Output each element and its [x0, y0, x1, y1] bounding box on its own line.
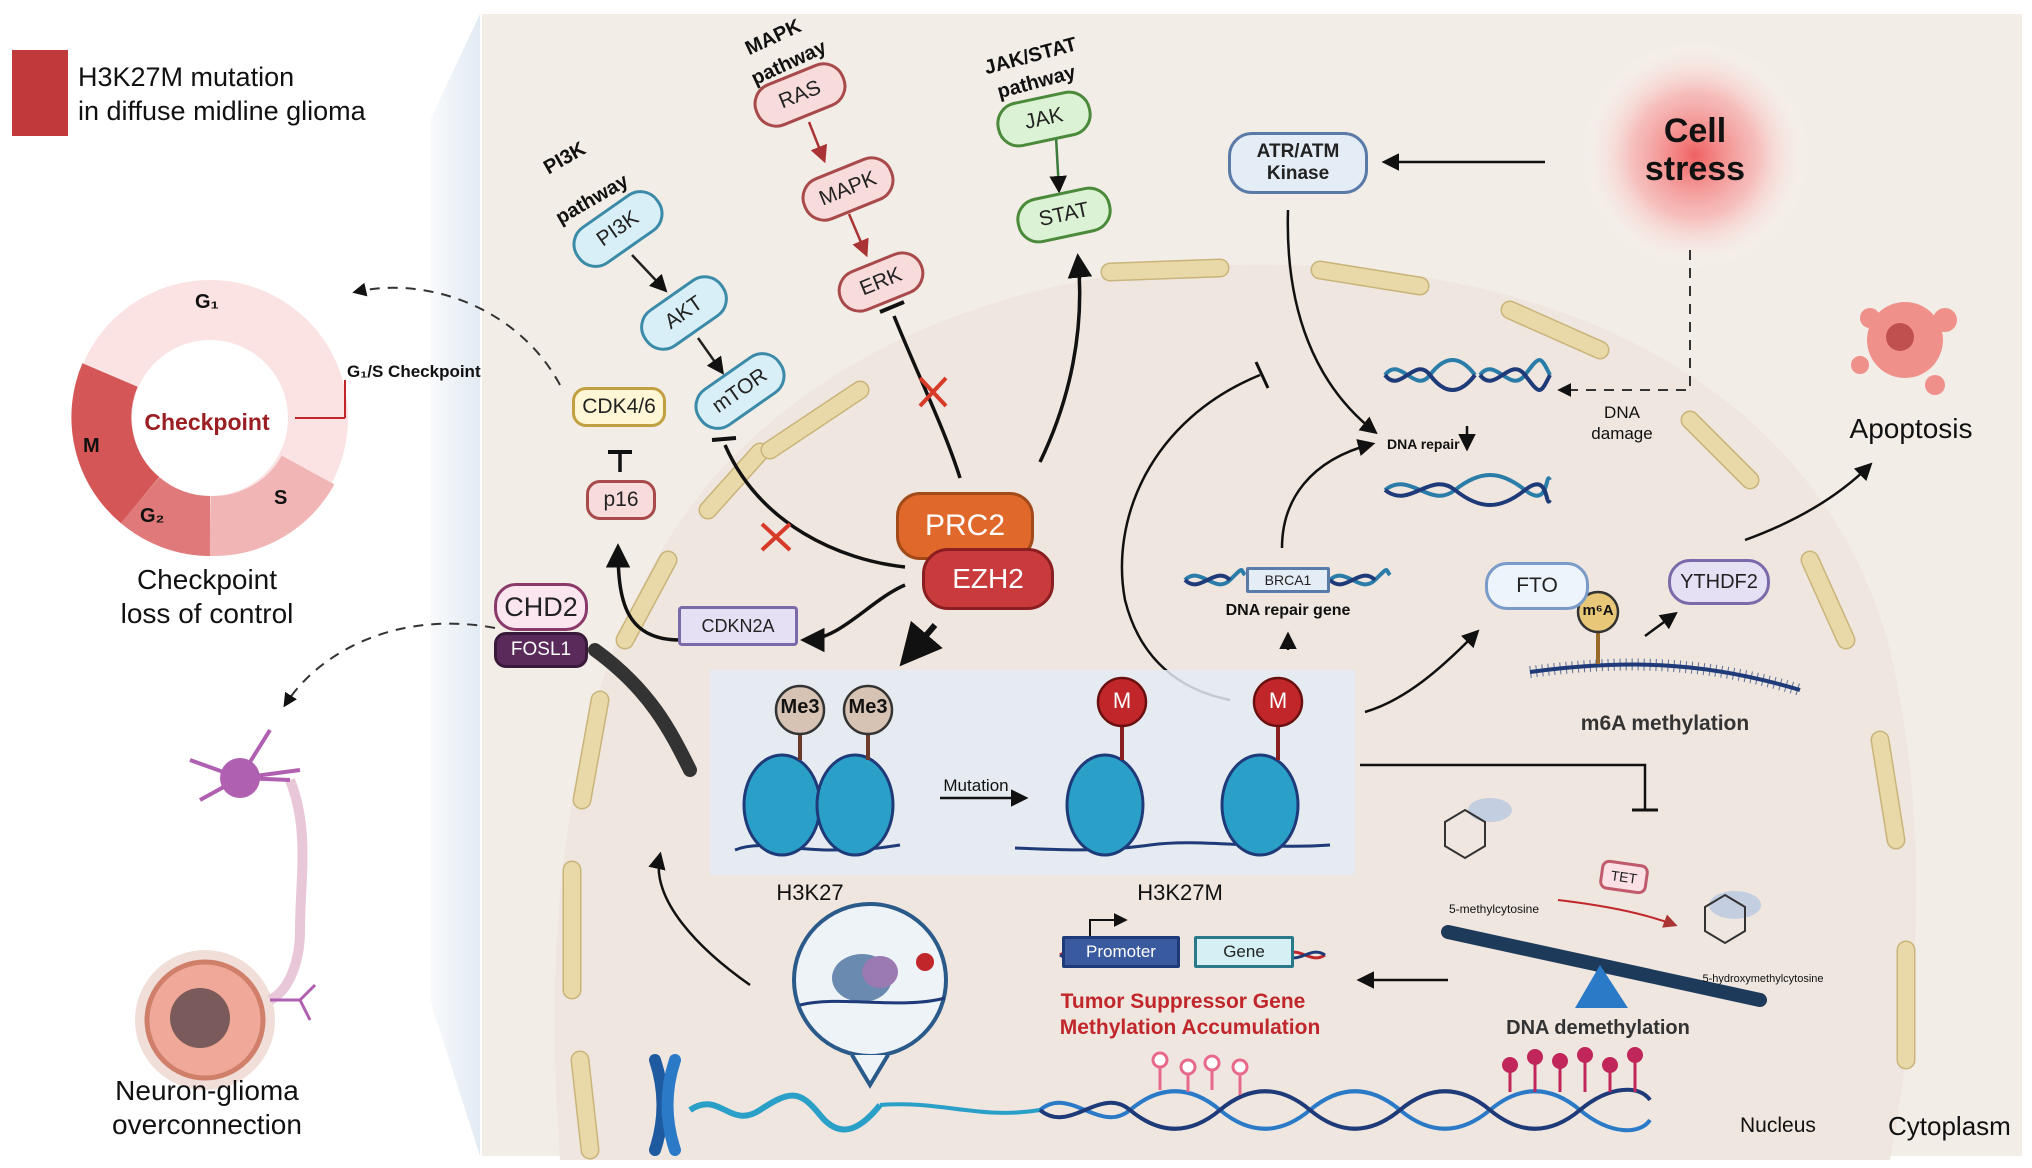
- dna-demethylation-label: DNA demethylation: [1506, 1017, 1690, 1039]
- tsg-line2: Methylation Accumulation: [1059, 1016, 1321, 1039]
- inhibition-x-marks: [760, 376, 948, 552]
- atr-lines: [648, 153, 1873, 989]
- phase-g2: G₂: [140, 505, 165, 527]
- dna-helix-brca1: [1183, 568, 1392, 587]
- m-mark-1: M: [1112, 688, 1132, 713]
- nuclear-membrane: [562, 258, 1916, 1160]
- m6a-methylation-label: m6A methylation: [1580, 712, 1750, 735]
- checkpoint-center: Checkpoint: [144, 409, 270, 435]
- dashed-arrows: [283, 250, 1691, 708]
- demethylation-seesaw: [1441, 798, 1767, 1008]
- dna-damage-line1: DNA: [1604, 403, 1640, 422]
- me3-mark-1: Me3: [780, 696, 820, 718]
- gene-box: Gene: [1194, 936, 1294, 968]
- cytoplasm-label: Cytoplasm: [1888, 1111, 2011, 1141]
- atr-atm-kinase: ATR/ATM Kinase: [1228, 132, 1368, 194]
- neuron-illustration: [135, 728, 317, 1090]
- chromatin-strand: [688, 1087, 1652, 1133]
- neuron-caption-line1: Neuron-glioma: [115, 1075, 299, 1106]
- h3k27m-label: H3K27M: [1137, 880, 1223, 905]
- ezh2-subunit: EZH2: [922, 548, 1054, 610]
- methyl-marks: [774, 590, 1620, 736]
- cycle-caption-line2: loss of control: [120, 598, 294, 629]
- apoptosis-label: Apoptosis: [1849, 413, 1973, 444]
- phase-g1: G₁: [195, 291, 219, 313]
- tsg-line1: Tumor Suppressor Gene: [1060, 990, 1306, 1013]
- cdk46-node: CDK4/6: [572, 387, 666, 427]
- neuron-caption-line2: overconnection: [112, 1109, 302, 1140]
- phase-s: S: [274, 487, 288, 509]
- prc2-zoom-circle: [792, 902, 948, 1089]
- cdkn2a-node: CDKN2A: [678, 606, 798, 646]
- dna-helix-repaired: [1383, 473, 1552, 507]
- chd2-node: CHD2: [494, 583, 588, 631]
- nucleus-label: Nucleus: [1740, 1114, 1816, 1137]
- legend-text-line2: in diffuse midline glioma: [78, 96, 366, 126]
- fosl1-node: FOSL1: [494, 632, 588, 668]
- methylation-pins: [1151, 1047, 1643, 1095]
- phase-m: M: [83, 435, 100, 457]
- mutation-label: Mutation: [943, 776, 1009, 795]
- cell-cycle-ring: [71, 280, 348, 557]
- prc2-signal-lines: [605, 253, 1093, 667]
- dna-helix-damaged: [1383, 358, 1552, 392]
- five-hmc-label: 5-hydroxymethylcytosine: [1702, 973, 1824, 985]
- zoom-wedge: [430, 14, 480, 1156]
- h3k27-label: H3K27: [776, 880, 844, 905]
- promoter-box: Promoter: [1062, 936, 1180, 968]
- m6a-mark: m⁶A: [1582, 602, 1614, 619]
- atr-line2: Kinase: [1266, 163, 1330, 184]
- dna-damage-line2: damage: [1591, 424, 1653, 443]
- dna-repair-label: DNA repair: [1387, 436, 1460, 452]
- tet-enzyme: TET: [1598, 858, 1650, 896]
- me3-mark-2: Me3: [848, 696, 888, 718]
- fto-node: FTO: [1485, 562, 1589, 610]
- cell-stress-line1: Cell: [1663, 112, 1727, 150]
- pathway-arrows: [631, 121, 1067, 375]
- atr-line1: ATR/ATM: [1256, 141, 1340, 162]
- cell-stress-glow: [1580, 40, 1810, 270]
- legend-text-line1: H3K27M mutation: [78, 62, 295, 92]
- apoptosis-cell: [1851, 302, 1957, 395]
- cycle-caption-line1: Checkpoint: [136, 564, 278, 595]
- p16-node: p16: [586, 480, 656, 520]
- g1s-checkpoint-label: G₁/S Checkpoint: [347, 362, 481, 381]
- chd2-connector: [588, 643, 697, 777]
- chromosome: [649, 1054, 681, 1156]
- m-mark-2: M: [1268, 688, 1288, 713]
- prc2-complex: PRC2: [896, 492, 1034, 560]
- ythdf2-node: YTHDF2: [1668, 559, 1770, 605]
- histone-nucleosomes: [742, 725, 1300, 857]
- dna-repair-gene-label: DNA repair gene: [1225, 602, 1351, 619]
- cell-stress-line2: stress: [1644, 150, 1746, 188]
- legend-swatch: [12, 50, 68, 136]
- five-mc-label: 5-methylcytosine: [1448, 902, 1540, 916]
- brca1-gene: BRCA1: [1246, 567, 1330, 593]
- cytosine-structures: [1444, 808, 1746, 945]
